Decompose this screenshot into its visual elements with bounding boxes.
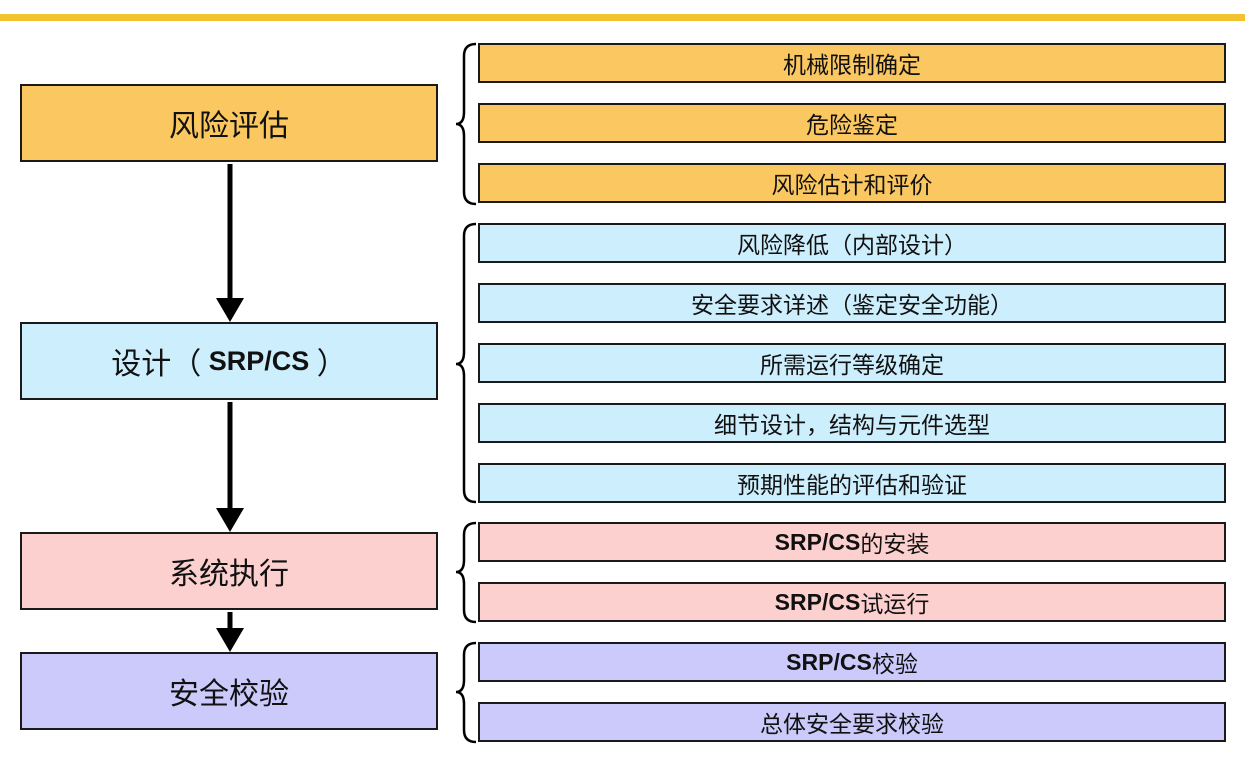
phase-validation: 安全校验 xyxy=(20,652,438,730)
step-label: 危险鉴定 xyxy=(806,113,898,139)
step-label: 预期性能的评估和验证 xyxy=(737,473,967,499)
step-box: 机械限制确定 xyxy=(478,43,1226,83)
header-accent-bar xyxy=(0,14,1245,21)
phase-label-suffix: ） xyxy=(316,347,347,382)
step-code: SRP/CS xyxy=(786,648,872,675)
phase-label: 安全校验 xyxy=(169,677,289,712)
step-label: 风险降低（内部设计） xyxy=(737,233,967,259)
step-label: 安全要求详述（鉴定安全功能） xyxy=(691,293,1013,319)
step-label: 所需运行等级确定 xyxy=(760,353,944,379)
step-box: 安全要求详述（鉴定安全功能） xyxy=(478,283,1226,323)
phase-label: 风险评估 xyxy=(169,109,289,144)
phase-implementation: 系统执行 xyxy=(20,532,438,610)
step-box: 危险鉴定 xyxy=(478,103,1226,143)
phase-label-prefix: 设计（ xyxy=(111,347,202,382)
step-label: 机械限制确定 xyxy=(783,53,921,79)
step-box: 风险估计和评价 xyxy=(478,163,1226,203)
flow-arrow xyxy=(216,164,244,322)
step-label: 试运行 xyxy=(860,592,930,618)
phase-label-code: SRP/CS xyxy=(201,345,317,376)
flow-arrow xyxy=(216,402,244,532)
group-brace xyxy=(455,521,477,624)
step-box: 风险降低（内部设计） xyxy=(478,223,1226,263)
step-label: 风险估计和评价 xyxy=(771,173,933,199)
step-box: 预期性能的评估和验证 xyxy=(478,463,1226,503)
group-brace xyxy=(455,222,477,504)
group-brace xyxy=(455,42,477,206)
step-box: 细节设计，结构与元件选型 xyxy=(478,403,1226,443)
step-box: 总体安全要求校验 xyxy=(478,702,1226,742)
step-code: SRP/CS xyxy=(774,528,861,555)
step-box: 所需运行等级确定 xyxy=(478,343,1226,383)
step-label: 总体安全要求校验 xyxy=(760,712,944,738)
flow-arrow xyxy=(216,612,244,652)
group-brace xyxy=(455,641,477,744)
step-label: 细节设计，结构与元件选型 xyxy=(714,413,990,439)
phase-design: 设计（ SRP/CS ） xyxy=(20,322,438,400)
step-code: SRP/CS xyxy=(774,588,861,615)
step-label: 校验 xyxy=(871,652,918,678)
phase-risk-assessment: 风险评估 xyxy=(20,84,438,162)
step-label: 的安装 xyxy=(860,532,930,558)
phase-label: 系统执行 xyxy=(169,557,289,592)
